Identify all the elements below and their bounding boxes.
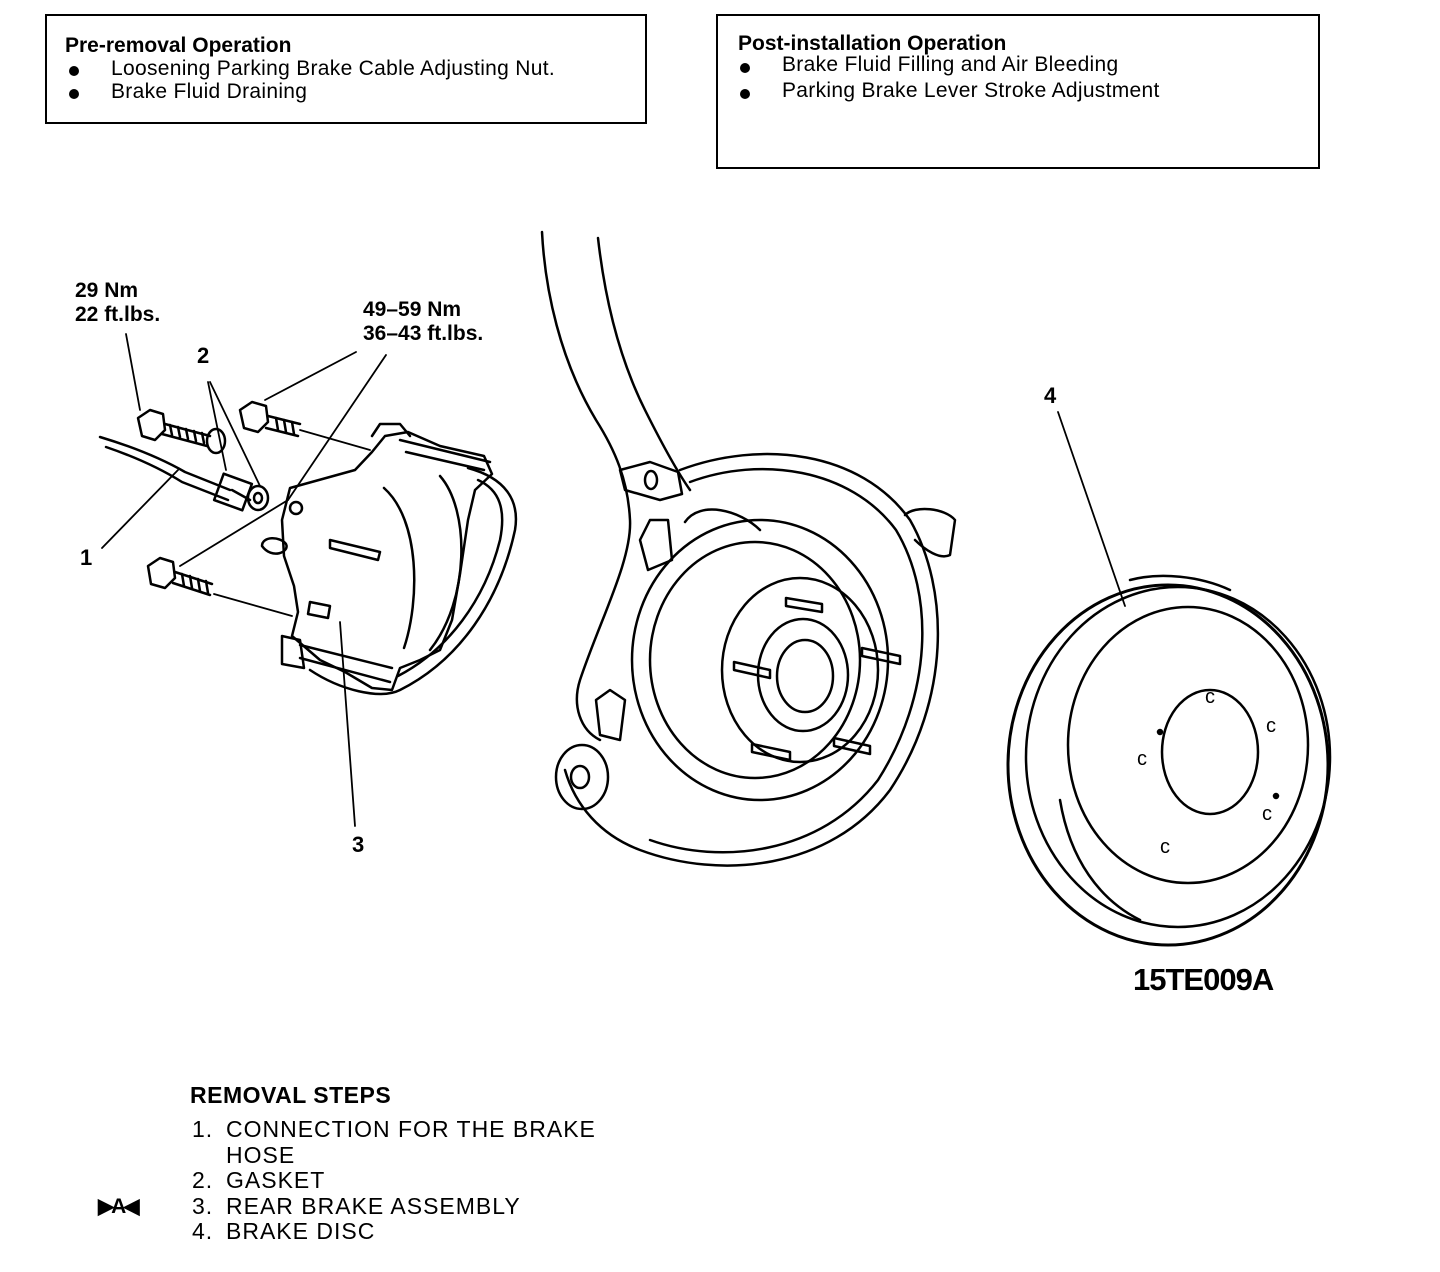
pre-removal-operation-box: Pre-removal Operation Loosening Parking … [45,14,647,124]
upper-mounting-bolt [238,400,371,451]
step-text-continuation: HOSE [226,1141,296,1168]
post-installation-item: Brake Fluid Filling and Air Bleeding [782,53,1119,76]
step-text: REAR BRAKE ASSEMBLY [226,1192,521,1219]
svg-text:c: c [1160,836,1170,858]
lower-mounting-bolt [146,556,293,617]
removal-steps: REMOVAL STEPS 1. CONNECTION FOR THE BRAK… [98,1082,596,1245]
caliper-bolt-torque: 49–59 Nm 36–43 ft.lbs. [363,298,483,346]
hose-bolt-torque: 29 Nm 22 ft.lbs. [75,279,160,327]
caliper-support [308,466,518,696]
bullet-icon [69,89,79,99]
post-installation-item: Parking Brake Lever Stroke Adjustment [782,79,1160,102]
bullet-icon [69,66,79,76]
step-number: 4. [192,1218,214,1244]
hub-assembly [594,508,890,802]
post-installation-title: Post-installation Operation [738,32,1007,55]
rear-brake-caliper [260,422,494,692]
callout-4: 4 [1044,383,1057,408]
figure-code: 15TE009A [1133,962,1274,997]
bullet-icon [740,63,750,73]
service-point-marker: ▶A◀ [98,1194,140,1218]
step-text: BRAKE DISC [226,1218,376,1244]
step-item: 4. BRAKE DISC [190,1218,596,1245]
step-text: CONNECTION FOR THE BRAKE [226,1116,596,1142]
wheel-studs [732,596,902,762]
backing-plate [554,452,957,867]
torque-nm: 49–59 Nm [363,298,462,321]
pre-removal-title: Pre-removal Operation [65,34,292,57]
pre-removal-item: Loosening Parking Brake Cable Adjusting … [111,57,555,80]
hose-bolt [136,408,270,512]
brake-hose [98,435,254,512]
bullet-icon [740,89,750,99]
step-item: ▶A◀ 3. REAR BRAKE ASSEMBLY [98,1192,596,1220]
leader-lines [101,333,1126,827]
torque-nm: 29 Nm [75,279,139,302]
step-item: 1. CONNECTION FOR THE BRAKE [190,1116,596,1143]
brake-disc: c c c c c [1006,574,1332,947]
step-text: GASKET [226,1167,326,1193]
svg-text:c: c [1262,803,1272,825]
svg-text:c: c [1205,686,1215,708]
callout-2: 2 [197,343,210,368]
step-item: 2. GASKET [190,1167,596,1194]
step-number: 2. [192,1167,214,1193]
svg-text:c: c [1266,715,1276,737]
removal-steps-heading: REMOVAL STEPS [190,1082,392,1108]
step-item-continuation: HOSE [190,1141,596,1169]
torque-ftlbs: 22 ft.lbs. [75,303,161,326]
post-installation-operation-box: Post-installation Operation Brake Fluid … [716,14,1320,169]
callout-3: 3 [352,832,365,857]
svg-text:c: c [1137,748,1147,770]
callout-1: 1 [80,545,93,570]
step-number: 1. [192,1116,214,1142]
step-number: 3. [192,1192,214,1219]
knuckle-arm [540,230,692,742]
pre-removal-item: Brake Fluid Draining [111,80,308,103]
torque-ftlbs: 36–43 ft.lbs. [363,322,484,345]
